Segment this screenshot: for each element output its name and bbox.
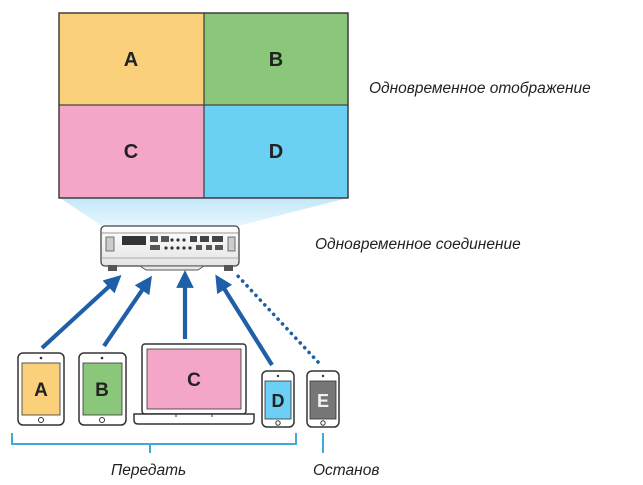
device-e-label: E xyxy=(317,391,329,411)
simultaneous-display-caption: Одновременное отображение xyxy=(369,80,591,97)
arrow-device-d xyxy=(215,274,274,367)
screen-tile-b-label: B xyxy=(269,49,283,71)
projector-icon xyxy=(100,225,240,271)
simultaneous-connection-caption: Одновременное соединение xyxy=(315,236,521,253)
screen-tile-b xyxy=(204,13,348,105)
device-d-label: D xyxy=(272,391,285,411)
screen-tile-c-label: C xyxy=(124,141,138,163)
transmit-bracket xyxy=(11,433,297,453)
transmit-caption: Передать xyxy=(111,462,187,479)
screen-tile-d-label: D xyxy=(269,141,283,163)
screen-tile-c xyxy=(59,105,204,198)
arrow-device-b xyxy=(102,275,152,348)
screen-tile-a-label: A xyxy=(124,49,138,71)
arrow-device-a xyxy=(40,275,122,350)
connection-arrows xyxy=(40,270,274,367)
device-a-label: A xyxy=(34,380,48,401)
device-c-label: C xyxy=(187,370,201,391)
projection-screen: A B C D xyxy=(58,12,349,199)
screen-tile-d xyxy=(204,105,348,198)
stop-caption: Останов xyxy=(313,462,380,479)
device-a-tablet: A xyxy=(17,352,65,426)
device-c-laptop: C xyxy=(133,343,255,425)
device-b-tablet: B xyxy=(78,352,127,426)
device-b-label: B xyxy=(95,380,109,401)
stopped-connection-dotted-line xyxy=(234,272,320,364)
projection-beam xyxy=(60,198,348,228)
device-e-phone: E xyxy=(306,370,340,428)
device-d-phone: D xyxy=(261,370,295,428)
screen-tile-a xyxy=(59,13,204,105)
